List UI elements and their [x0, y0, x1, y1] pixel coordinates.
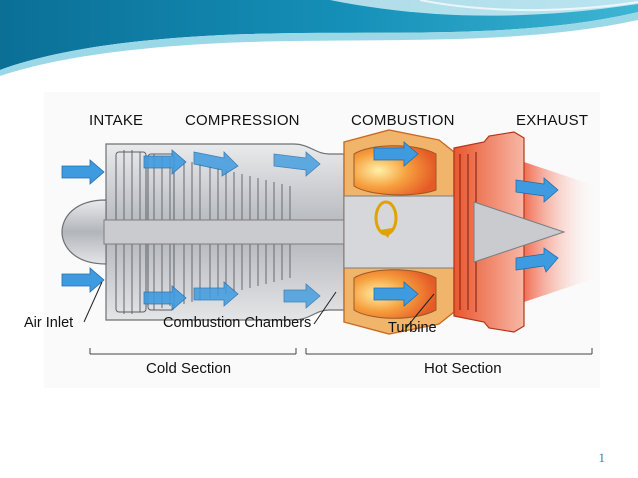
section-label-hot: Hot Section: [424, 360, 502, 377]
jet-engine-diagram: INTAKE COMPRESSION COMBUSTION EXHAUST Ai…: [24, 92, 600, 388]
stage-label-intake: INTAKE: [89, 112, 144, 129]
section-brackets: [89, 348, 593, 355]
leader-lines: [83, 281, 435, 329]
header-banner: [0, 0, 638, 76]
engine-illustration: [44, 92, 600, 388]
section-label-cold: Cold Section: [146, 360, 232, 377]
callout-air-inlet: Air Inlet: [24, 315, 74, 331]
exhaust-cone: [473, 201, 566, 263]
stage-label-combustion: COMBUSTION: [351, 112, 455, 129]
airflow-arrows: [61, 141, 559, 311]
nose-cone: [61, 199, 107, 265]
combustor-core: [343, 195, 455, 269]
stage-label-exhaust: EXHAUST: [516, 112, 589, 129]
stage-label-compression: COMPRESSION: [185, 112, 300, 129]
callout-turbine: Turbine: [388, 320, 437, 336]
rotation-arrow-icon: [374, 200, 398, 238]
callout-combustion-chambers: Combustion Chambers: [163, 315, 312, 331]
slide-page-number: 1: [598, 450, 606, 465]
